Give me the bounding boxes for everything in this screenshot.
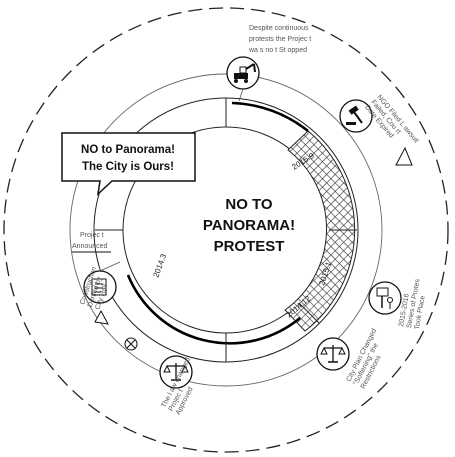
connectors	[99, 88, 244, 272]
svg-text:wa s no t St opped: wa s no t St opped	[248, 47, 307, 54]
title-line-3: PROTEST	[214, 238, 285, 255]
cross-icon	[124, 337, 138, 351]
speech-line-2: The City is Ours!	[82, 161, 174, 173]
title-line-1: NO TO	[225, 196, 273, 213]
bold-arc-top	[231, 101, 309, 133]
scales-icon	[316, 337, 350, 371]
center-title: NO TO PANORAMA! PROTEST	[203, 196, 295, 255]
event-ring-arrows	[94, 146, 413, 325]
label-ngo-lawsuit: NGO Filed L awsuit Failed, Cou rt Date E…	[363, 94, 419, 145]
outer-dashed-ring	[3, 7, 449, 453]
label-project-announced: Projec t Announced	[72, 232, 108, 250]
speech-bubble: NO to Panorama! The City is Ours!	[61, 132, 196, 197]
date-2014-3: 2014.3	[151, 252, 168, 279]
scales-icon	[159, 355, 193, 389]
event-ring	[69, 73, 383, 387]
bold-arc-bottom	[126, 274, 301, 345]
label-protests-2015: 2015-2016 Series of Protes Took Place	[398, 278, 427, 330]
label-city-plan-changed: City Plan Changed "Softening" the Restri…	[346, 328, 383, 391]
excavator-icon	[226, 56, 260, 90]
title-line-2: PANORAMA!	[203, 217, 295, 234]
speech-line-1: NO to Panorama!	[81, 144, 175, 156]
gavel-icon	[339, 99, 373, 133]
svg-text:protests the Projec t: protests the Projec t	[249, 36, 311, 43]
protest-period-band	[284, 130, 356, 332]
svg-text:Announced: Announced	[72, 243, 108, 250]
svg-text:Despite continuous: Despite continuous	[249, 25, 309, 32]
protest-sign-icon	[368, 281, 402, 315]
svg-text:Projec t: Projec t	[80, 232, 104, 239]
label-despite-protests: Despite continuous protests the Projec t…	[248, 25, 311, 54]
